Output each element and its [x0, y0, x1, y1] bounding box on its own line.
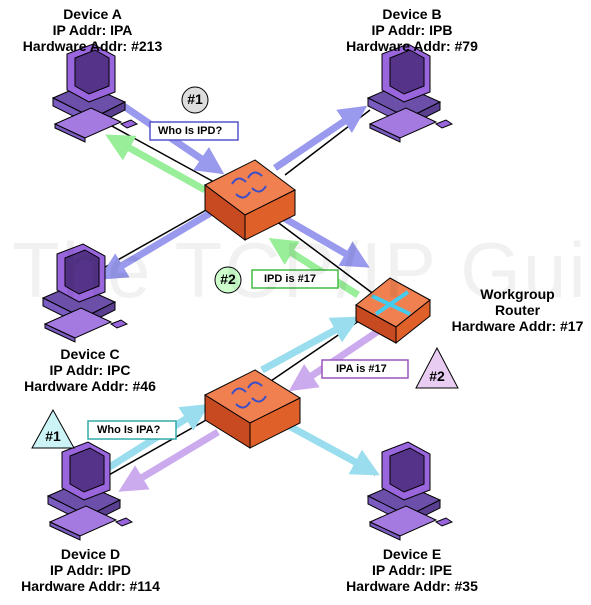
msg-box-who-is-ipa: [87, 420, 177, 440]
device-a-name: Device A: [63, 6, 122, 22]
badge-bottom-1: #1: [45, 428, 61, 444]
device-e-label: Device E IP Addr: IPE Hardware Addr: #35: [332, 546, 492, 594]
badge-top-2: #2: [220, 271, 236, 287]
device-c-label: Device C IP Addr: IPC Hardware Addr: #46: [10, 346, 170, 394]
device-d-hw: Hardware Addr: #114: [21, 578, 160, 594]
arrow-hub1-to-c: [98, 208, 214, 280]
cable-hub1-router: [267, 214, 376, 296]
msg-who-is-ipd: Who Is IPD?: [158, 125, 223, 137]
router-label: Workgroup Router Hardware Addr: #17: [445, 286, 590, 334]
device-c-ip: IP Addr: IPC: [49, 362, 131, 378]
arrow-hub2-to-e: [276, 416, 380, 476]
arrow-hub2-to-router: [260, 316, 360, 374]
device-b-label: Device B IP Addr: IPB Hardware Addr: #79: [332, 6, 492, 54]
msg-box-ipa-is: [321, 359, 409, 379]
device-e-name: Device E: [382, 546, 442, 562]
router-icon: [355, 277, 431, 345]
cable-b-hub1: [284, 109, 371, 176]
device-c-name: Device C: [60, 346, 120, 362]
watermark: The TCP/IP Guide: [12, 226, 591, 314]
device-d-ip: IP Addr: IPD: [50, 562, 131, 578]
badge-bottom-2: #2: [429, 368, 445, 384]
device-b-hw: Hardware Addr: #79: [346, 38, 478, 54]
msg-ipa-is: IPA is #17: [336, 363, 387, 375]
device-d-label: Device D IP Addr: IPD Hardware Addr: #11…: [8, 546, 173, 594]
badge-circle-top-2: [214, 266, 242, 294]
arrow-hub2-to-d: [118, 428, 220, 492]
router-line1: Workgroup: [480, 286, 555, 302]
msg-box-ipd-is: [251, 269, 339, 289]
device-e-hw: Hardware Addr: #35: [346, 578, 478, 594]
hub-1-icon: [204, 159, 296, 241]
badge-circle-top-1: [181, 86, 209, 114]
computer-a-icon: [52, 43, 138, 143]
device-a-hw: Hardware Addr: #213: [22, 38, 163, 54]
msg-who-is-ipa: Who Is IPA?: [97, 424, 161, 436]
hub-2-icon: [203, 369, 302, 449]
device-a-label: Device A IP Addr: IPA Hardware Addr: #21…: [10, 6, 175, 54]
computer-e-icon: [367, 441, 453, 541]
device-d-name: Device D: [60, 546, 121, 562]
device-c-hw: Hardware Addr: #46: [24, 378, 156, 394]
badge-top-1: #1: [187, 91, 203, 107]
device-b-name: Device B: [382, 6, 442, 22]
msg-ipd-is: IPD is #17: [264, 273, 316, 285]
device-e-ip: IP Addr: IPE: [371, 562, 453, 578]
arrow-hub1-to-b: [273, 105, 368, 171]
router-line2: Router: [494, 302, 541, 318]
device-a-ip: IP Addr: IPA: [52, 22, 133, 38]
msg-box-who-is-ipd: [149, 121, 239, 141]
computer-b-icon: [367, 43, 453, 143]
router-hw: Hardware Addr: #17: [451, 318, 584, 334]
arrow-hub1-to-a: [105, 134, 207, 194]
arrow-router-to-hub2: [288, 327, 382, 392]
badge-triangle-bottom-2: [415, 346, 459, 389]
device-b-ip: IP Addr: IPB: [371, 22, 453, 38]
badge-triangle-bottom-1: [31, 408, 75, 449]
